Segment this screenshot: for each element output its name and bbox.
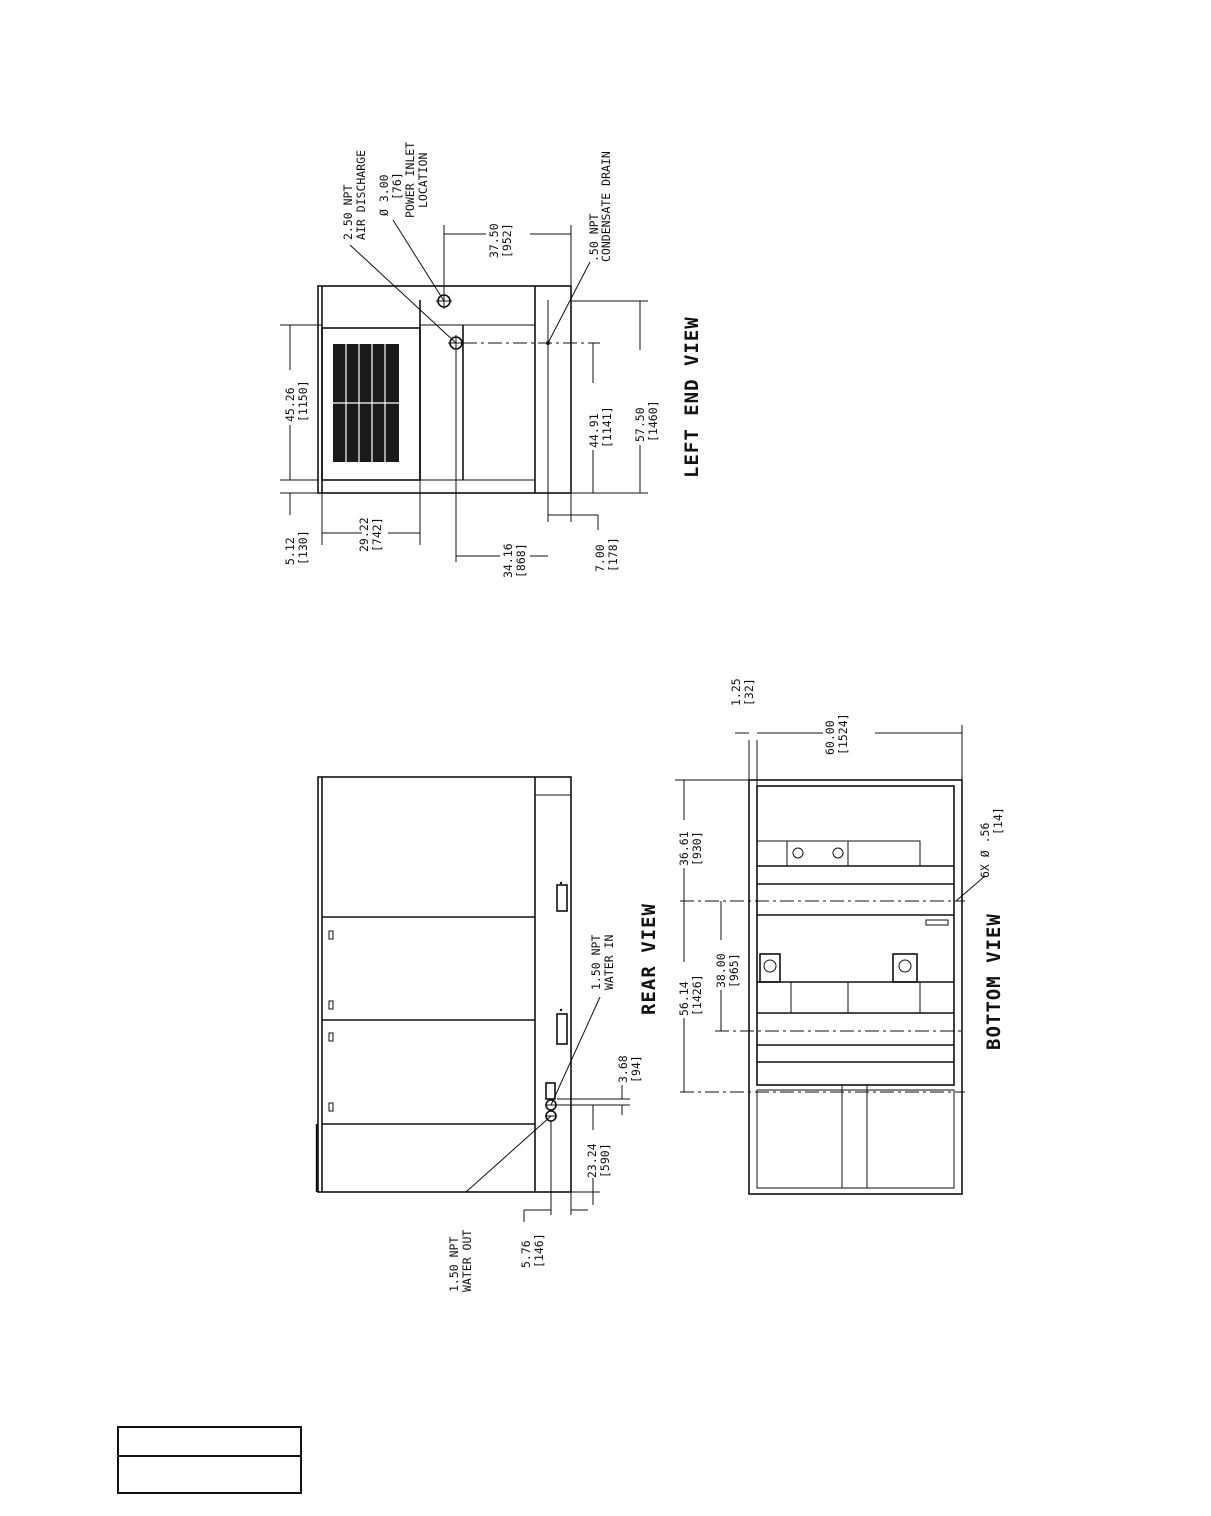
water-in-label-1: 1.50 NPT [589, 935, 603, 990]
power-inlet-label-3: POWER INLET [403, 142, 417, 218]
dim-44-91-mm: [1141] [600, 406, 614, 448]
air-discharge-label-1: 2.50 NPT [341, 185, 355, 240]
dim-36-61-mm: [930] [690, 831, 704, 866]
dim-38-00: 38.00 [714, 953, 728, 988]
dim-3-68: 3.68 [616, 1055, 630, 1083]
dim-60-00: 60.00 [823, 720, 837, 755]
dim-1-25: 1.25 [729, 678, 743, 706]
condensate-drain-label-2: CONDENSATE DRAIN [599, 151, 613, 262]
condensate-drain-label-1: .50 NPT [587, 213, 601, 262]
power-inlet-label-1: Ø 3.00 [377, 174, 391, 216]
dim-37-50-mm: [952] [500, 223, 514, 258]
dim-34-16: 34.16 [501, 543, 515, 578]
power-inlet-label-2: [76] [390, 172, 404, 200]
rear-view-title: REAR VIEW [638, 903, 660, 1015]
dim-36-61: 36.61 [677, 831, 691, 866]
dim-44-91: 44.91 [587, 413, 601, 448]
water-out-label-1: 1.50 NPT [447, 1237, 461, 1292]
holes-label-2: [14] [991, 807, 1005, 835]
dim-23-24-mm: [590] [598, 1143, 612, 1178]
dim-5-76-mm: [146] [532, 1233, 546, 1268]
title-block-row [119, 1428, 300, 1457]
dim-3-68-mm: [94] [629, 1055, 643, 1083]
left-end-view: 2.50 NPT AIR DISCHARGE Ø 3.00 [76] POWER… [280, 142, 703, 578]
power-inlet-label-4: LOCATION [416, 153, 430, 208]
dim-56-14: 56.14 [677, 981, 691, 1016]
bottom-view-title: BOTTOM VIEW [983, 913, 1005, 1050]
dim-37-50: 37.50 [487, 223, 501, 258]
dim-23-24: 23.24 [585, 1143, 599, 1178]
dim-29-22-mm: [742] [370, 517, 384, 552]
dim-45-26: 45.26 [283, 387, 297, 422]
dim-56-14-mm: [1426] [690, 974, 704, 1016]
water-out-label-2: WATER OUT [460, 1230, 474, 1292]
dim-1-25-mm: [32] [742, 678, 756, 706]
holes-label-1: 6X Ø .56 [978, 823, 992, 878]
dim-57-50-mm: [1460] [646, 400, 660, 442]
bottom-view: 6X Ø .56 [14] 1.25 [32] 60.00 [1524] 36.… [675, 678, 1005, 1195]
left-end-view-title: LEFT END VIEW [681, 316, 703, 478]
dim-34-16-mm: [868] [514, 543, 528, 578]
dim-5-12-mm: [130] [296, 530, 310, 565]
dim-7-00-mm: [178] [606, 537, 620, 572]
dim-5-76: 5.76 [519, 1240, 533, 1268]
title-block [117, 1426, 302, 1494]
dim-60-00-mm: [1524] [836, 713, 850, 755]
air-discharge-label-2: AIR DISCHARGE [354, 150, 368, 240]
dim-7-00: 7.00 [593, 544, 607, 572]
water-in-label-2: WATER IN [602, 935, 616, 990]
dim-5-12: 5.12 [283, 537, 297, 565]
dim-38-00-mm: [965] [727, 953, 741, 988]
rear-view: 1.50 NPT WATER IN 1.50 NPT WATER OUT 3.6… [315, 776, 660, 1292]
dim-45-26-mm: [1150] [296, 380, 310, 422]
dim-29-22: 29.22 [357, 517, 371, 552]
dim-57-50: 57.50 [633, 407, 647, 442]
